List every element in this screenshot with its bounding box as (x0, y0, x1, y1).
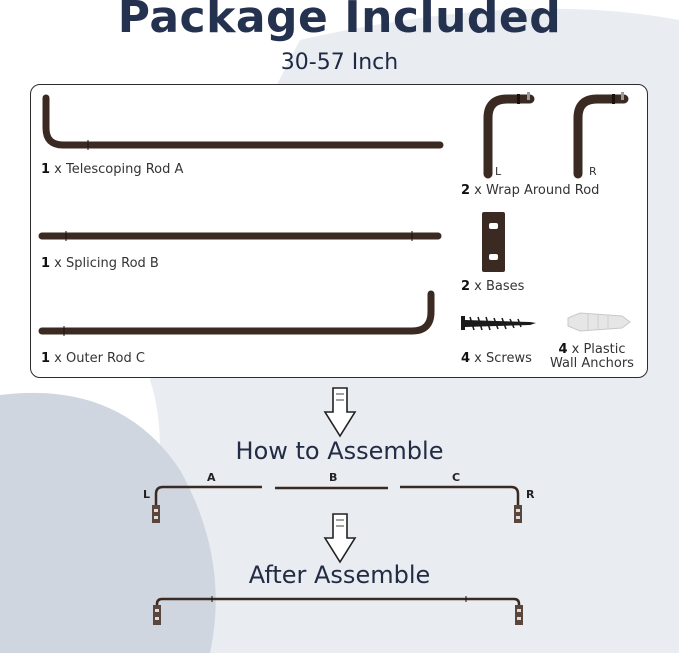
down-arrow-icon-1 (323, 387, 357, 438)
page-title: Package Included (117, 0, 562, 43)
assembly-label-c: C (452, 471, 461, 484)
after-assemble-heading: After Assemble (248, 561, 431, 589)
down-arrow-icon-2 (323, 513, 357, 564)
assembly-label-r: R (526, 488, 535, 501)
screw-image (461, 316, 536, 331)
base-bracket-image (482, 212, 505, 272)
size-subtitle: 30-57 Inch (280, 50, 399, 75)
item-splicing-rod-b: 1 x Splicing Rod B (41, 256, 159, 271)
item-screws: 4 x Screws (461, 351, 532, 366)
item-telescoping-rod-a: 1 x Telescoping Rod A (41, 162, 184, 177)
final-assembly-diagram (153, 596, 523, 625)
wrap-rod-left-image (483, 92, 535, 179)
telescoping-rod-a-image (42, 94, 444, 150)
assembly-label-b: B (329, 471, 338, 484)
wrap-rod-right-label: R (589, 165, 597, 178)
exploded-assembly-diagram (152, 485, 522, 523)
assembly-label-a: A (207, 471, 216, 484)
assembly-label-l: L (143, 488, 151, 501)
item-plastic-wall-anchors: 4 x Plastic Wall Anchors (550, 342, 634, 371)
item-bases: 2 x Bases (461, 279, 525, 294)
wrap-rod-right-image (573, 92, 629, 179)
outer-rod-c-image (38, 290, 435, 336)
item-outer-rod-c: 1 x Outer Rod C (41, 351, 145, 366)
item-wrap-around-rod: 2 x Wrap Around Rod (461, 183, 600, 198)
how-to-assemble-heading: How to Assemble (235, 437, 444, 465)
wrap-rod-left-label: L (495, 165, 502, 178)
plastic-anchor-image (567, 312, 631, 332)
splicing-rod-b-image (38, 231, 442, 241)
